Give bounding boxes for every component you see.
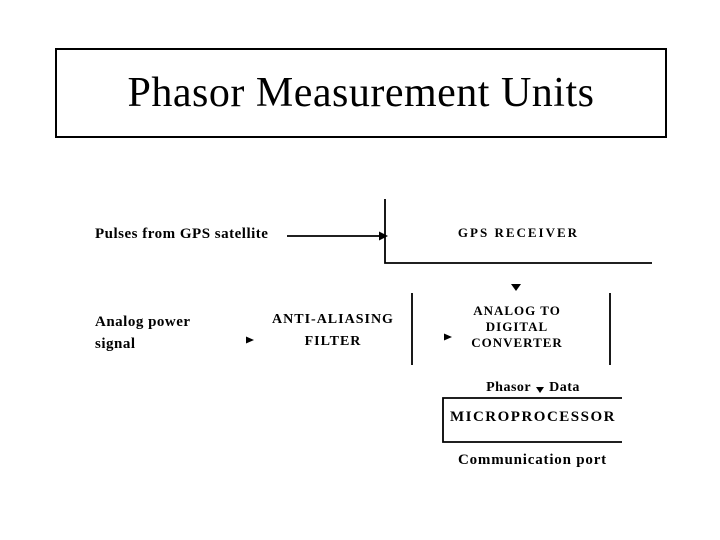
gps-receiver-block-label: GPS RECEIVER bbox=[457, 225, 580, 240]
anti-aliasing-filter-line1: ANTI-ALIASING bbox=[272, 312, 394, 327]
filter-arrowhead-icon bbox=[246, 336, 254, 344]
analog-power-label-line1: Analog power bbox=[95, 314, 191, 330]
phasor-data-label-before: Phasor bbox=[486, 380, 532, 395]
adc-line1: ANALOG TO bbox=[473, 303, 561, 318]
communication-port-label: Communication port bbox=[458, 452, 607, 468]
microprocessor-block-label: MICROPROCESSOR bbox=[449, 409, 616, 425]
down-arrow-icon bbox=[511, 284, 521, 291]
anti-aliasing-filter-line2: FILTER bbox=[304, 334, 362, 349]
anti-aliasing-filter-block-label: ANTI-ALIASING FILTER bbox=[258, 309, 408, 353]
phasor-data-label: Phasor Data bbox=[455, 380, 611, 396]
down-arrow-icon bbox=[536, 386, 545, 393]
gps-pulses-label: Pulses from GPS satellite bbox=[95, 226, 269, 242]
gps-arrowhead-icon bbox=[379, 231, 388, 241]
gps-receiver-box-outline bbox=[384, 199, 652, 264]
title-box: Phasor Measurement Units bbox=[55, 48, 667, 138]
adc-line2: DIGITAL bbox=[485, 319, 549, 334]
adc-block-label: ANALOG TO DIGITAL CONVERTER bbox=[427, 303, 607, 351]
adc-arrowhead-icon bbox=[444, 333, 452, 341]
microprocessor-box-outline bbox=[442, 397, 622, 443]
analog-power-label: Analog power signal bbox=[95, 311, 191, 355]
adc-line3: CONVERTER bbox=[471, 335, 563, 350]
slide-title: Phasor Measurement Units bbox=[127, 70, 595, 116]
phasor-data-label-after: Data bbox=[549, 380, 580, 395]
analog-power-label-line2: signal bbox=[95, 336, 136, 352]
